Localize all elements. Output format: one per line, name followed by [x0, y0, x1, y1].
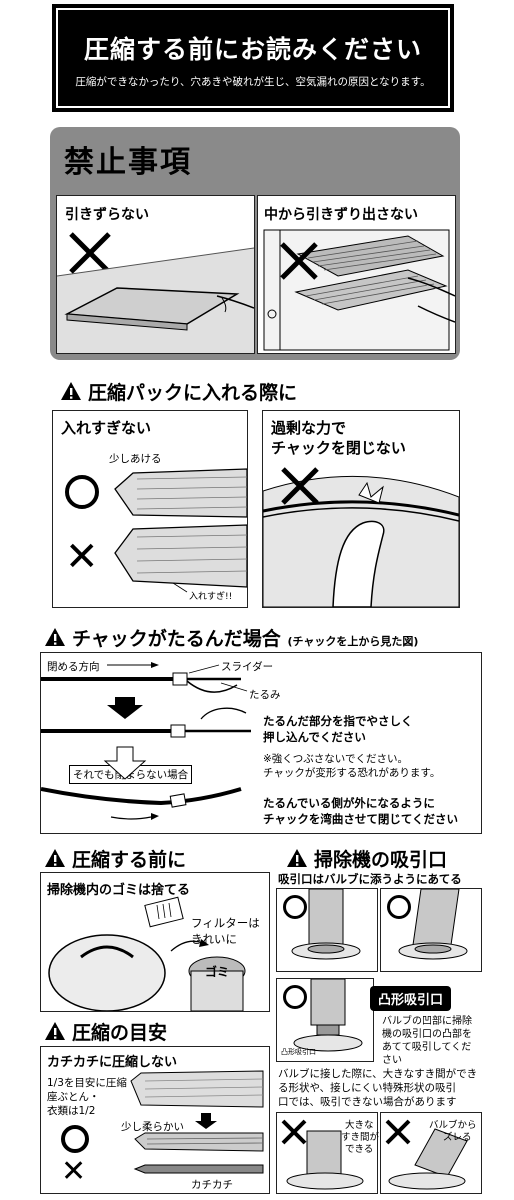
guide-note1: 1/3を目安に圧縮 — [47, 1077, 127, 1089]
push-in-line2: 押し込んでください — [263, 730, 366, 744]
box-do-not-force-zipper: 過剰な力で チャックを閉じない — [262, 410, 460, 608]
slack-label: たるみ — [249, 689, 281, 701]
suction-ng-2-illustration — [385, 1119, 468, 1190]
caution-line2: チャックが変形する恐れがあります。 — [263, 767, 441, 779]
gap-note2: る形状や、接しにくい特殊形状の吸引 — [278, 1082, 456, 1094]
gap-note3: 口では、吸引できない場合があります — [278, 1096, 457, 1108]
box-suction-ng-2: バルブから ズレる — [380, 1112, 482, 1194]
header-subtitle: 圧縮ができなかったり、穴あきや破れが生じ、空気漏れの原因となります。 — [75, 76, 431, 88]
convex-nozzle-badge: 凸形吸引口 — [370, 986, 452, 1011]
guide-section-title-text: 圧縮の目安 — [72, 1022, 168, 1044]
header-frame — [56, 8, 450, 108]
box-suction-convex: 凸形吸引口 — [276, 978, 374, 1062]
close-direction-label: 閉める方向 — [47, 661, 100, 673]
gap-note1: バルブに接した際に、大きなすき間ができ — [278, 1068, 478, 1080]
off-valve-line1: バルブから — [429, 1120, 477, 1131]
bend-line1: たるんでいる側が外になるように — [263, 796, 435, 810]
convex-nozzle-illustration — [293, 979, 363, 1052]
shelf-illustration — [263, 229, 455, 351]
convex-note4: さい — [382, 1055, 402, 1066]
panel-no-pulling-out: 中から引きずり出さない — [257, 195, 456, 354]
warning-icon — [45, 849, 65, 867]
force-title-line1: 過剰な力で — [271, 419, 347, 437]
overcompress-title: カチカチに圧縮しない — [47, 1055, 178, 1070]
suction-section-title-text: 掃除機の吸引口 — [314, 849, 448, 871]
box-do-not-overfill: 入れすぎない 少しあける ✕ 入れすぎ!! — [52, 410, 248, 608]
ok-circle-icon — [61, 1125, 89, 1153]
empty-vacuum-title: 掃除機内のゴミは捨てる — [47, 883, 191, 898]
zipper-force-illustration — [263, 467, 459, 607]
push-in-line1: たるんだ部分を指でやさしく — [263, 714, 413, 728]
guide-section-title: 圧縮の目安 — [44, 1018, 167, 1045]
before-section-title-text: 圧縮する前に — [72, 849, 187, 871]
pack-section-title-text: 圧縮パックに入れる際に — [88, 382, 298, 404]
slightly-soft-label: 少し柔らかい — [121, 1121, 184, 1133]
prohibited-section: 禁止事項 引きずらない 中から引きずり出さない — [50, 127, 460, 360]
box-suction-ok-2 — [380, 888, 482, 972]
suction-section-title: 掃除機の吸引口 — [286, 845, 447, 872]
box-do-not-overcompress: カチカチに圧縮しない 1/3を目安に圧縮 座ぶとん・ 衣類は1/2 ✕ 少し柔ら… — [40, 1046, 270, 1194]
overfilled-note: 入れすぎ!! — [189, 592, 233, 602]
box-suction-ok-1 — [276, 888, 378, 972]
panel-label-no-dragging: 引きずらない — [65, 207, 149, 223]
prohibited-title: 禁止事項 — [64, 145, 192, 180]
pack-section-title: 圧縮パックに入れる際に — [60, 378, 297, 405]
ok-circle-icon — [387, 895, 411, 919]
header-banner: 圧縮する前にお読みください 圧縮ができなかったり、穴あきや破れが生じ、空気漏れの… — [52, 4, 454, 112]
rock-hard-label: カチカチ — [191, 1179, 233, 1191]
convex-note3: あてて吸引してくだ — [382, 1042, 472, 1053]
ok-circle-icon — [65, 475, 99, 509]
compression-illustration — [130, 1070, 264, 1174]
slack-section-note: (チャックを上から見た図) — [287, 635, 419, 648]
off-valve-line2: ズレる — [443, 1132, 472, 1143]
suction-ng-1-illustration — [281, 1119, 364, 1190]
force-title-line2: チャックを閉じない — [271, 439, 406, 457]
ok-circle-icon — [283, 985, 307, 1009]
large-gap-line2: すき間が — [341, 1132, 380, 1143]
zipper-diagram — [41, 662, 251, 820]
trash-label: ゴミ — [205, 965, 230, 979]
guide-note2: 座ぶとん・ — [47, 1091, 100, 1103]
suction-ok-2-illustration — [398, 889, 468, 960]
pack-illustration — [114, 468, 247, 593]
suction-instruction: 吸引口はバルブに添うようにあてる — [278, 872, 462, 886]
warning-icon — [287, 849, 307, 867]
slack-section-title: チャックがたるんだ場合 (チャックを上から見た図) — [44, 624, 418, 651]
convex-small-label: 凸形吸引口 — [281, 1048, 316, 1056]
convex-note2: 機の吸引口の凸部を — [382, 1029, 472, 1040]
ok-circle-icon — [283, 895, 307, 919]
guide-note3: 衣類は1/2 — [47, 1105, 96, 1117]
vacuum-illustration — [48, 896, 246, 1011]
before-section-title: 圧縮する前に — [44, 845, 186, 872]
dragging-illustration — [57, 232, 254, 353]
large-gap-line3: できる — [345, 1144, 374, 1155]
box-empty-vacuum: 掃除機内のゴミは捨てる フィルターは きれいに ゴミ — [40, 872, 270, 1012]
convex-note1: バルブの凹部に掃除 — [382, 1016, 472, 1027]
warning-icon — [61, 382, 81, 400]
slider-label: スライダー — [221, 661, 274, 673]
overfill-title: 入れすぎない — [61, 419, 152, 437]
filter-line1: フィルターは — [191, 916, 260, 930]
ng-cross-icon: ✕ — [65, 534, 99, 580]
bend-line2: チャックを湾曲させて閉じてください — [263, 812, 459, 826]
box-slack-zipper: 閉める方向 スライダー たるみ たるんだ部分を指でやさしく 押し込んでください … — [40, 652, 482, 834]
caution-line1: ※強くつぶさないでください。 — [263, 753, 408, 765]
warning-icon — [45, 1022, 65, 1040]
box-suction-ng-1: 大きな すき間が できる — [276, 1112, 380, 1194]
panel-no-dragging: 引きずらない — [56, 195, 255, 354]
header-title: 圧縮する前にお読みください — [83, 35, 422, 64]
leave-gap-note: 少しあける — [109, 453, 162, 465]
ng-cross-icon: ✕ — [61, 1154, 87, 1189]
slack-section-title-text: チャックがたるんだ場合 — [72, 628, 281, 650]
panel-label-no-pulling-out: 中から引きずり出さない — [264, 207, 418, 223]
warning-icon — [45, 628, 65, 646]
suction-ok-1-illustration — [291, 889, 361, 960]
large-gap-line1: 大きな — [345, 1120, 374, 1131]
